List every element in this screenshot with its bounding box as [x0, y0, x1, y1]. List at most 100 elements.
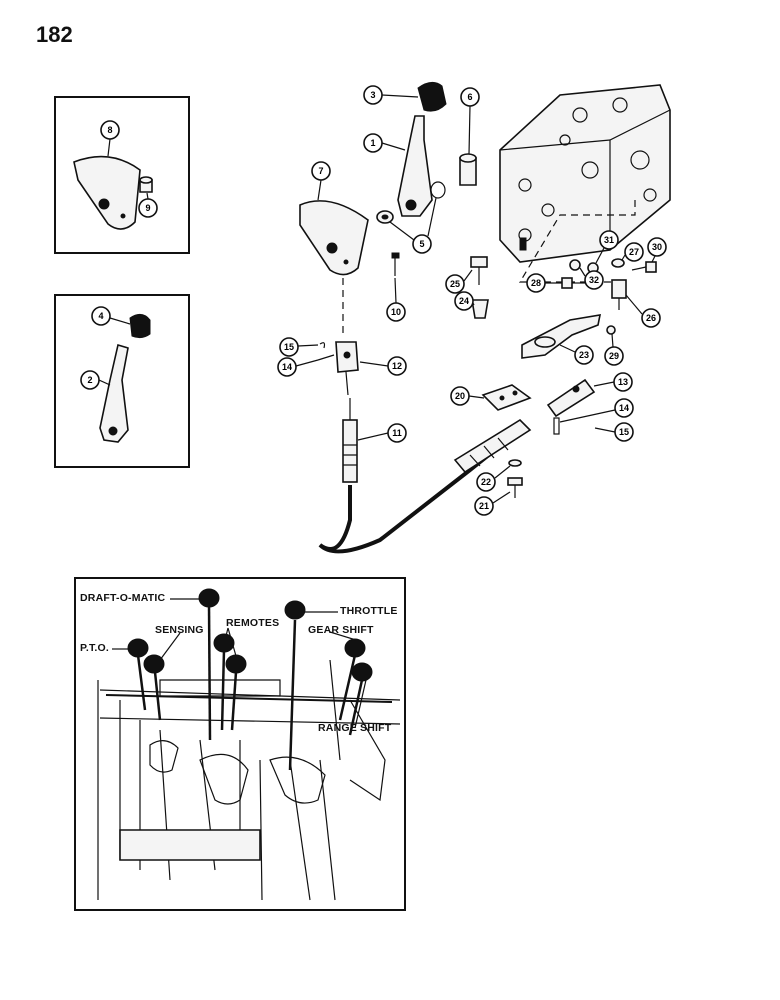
- clip-15: [319, 342, 326, 349]
- knob-4: [129, 314, 151, 339]
- svg-text:9: 9: [145, 203, 150, 213]
- svg-text:15: 15: [619, 427, 629, 437]
- callout-28: 28: [526, 273, 546, 293]
- bushing-6: [459, 153, 477, 186]
- svg-text:7: 7: [318, 166, 323, 176]
- pto-knob: [127, 638, 149, 658]
- svg-text:27: 27: [629, 247, 639, 257]
- svg-text:31: 31: [604, 235, 614, 245]
- cable-11: [318, 398, 532, 554]
- callout-32: 32: [584, 270, 604, 290]
- clevis-12: [335, 341, 359, 396]
- bolt-25: [470, 256, 488, 285]
- svg-text:30: 30: [652, 242, 662, 252]
- label-remotes: REMOTES: [226, 617, 280, 629]
- nut-29: [606, 325, 616, 335]
- callout-5: 5: [412, 234, 432, 254]
- svg-text:4: 4: [98, 311, 103, 321]
- svg-text:23: 23: [579, 350, 589, 360]
- callout-11: 11: [387, 423, 407, 443]
- svg-text:22: 22: [481, 477, 491, 487]
- quadrant-7: [299, 200, 369, 276]
- callout-30: 30: [647, 237, 667, 257]
- svg-text:8: 8: [107, 125, 112, 135]
- pivot-26: [611, 279, 627, 310]
- callout-29: 29: [604, 346, 624, 366]
- svg-text:1: 1: [370, 138, 375, 148]
- callout-14b: 14: [614, 398, 634, 418]
- svg-text:14: 14: [619, 403, 629, 413]
- svg-text:11: 11: [392, 428, 402, 438]
- plate-20: [481, 384, 532, 411]
- bolt-21: [507, 477, 523, 498]
- bracket-23: [521, 314, 602, 359]
- svg-text:25: 25: [450, 279, 460, 289]
- pin-14b: [553, 417, 560, 435]
- svg-text:5: 5: [419, 239, 424, 249]
- svg-text:29: 29: [609, 351, 619, 361]
- label-sensing: SENSING: [155, 624, 204, 636]
- throttle-knob: [284, 600, 306, 620]
- svg-text:32: 32: [589, 275, 599, 285]
- svg-text:10: 10: [391, 307, 401, 317]
- callout-12: 12: [387, 356, 407, 376]
- svg-text:28: 28: [531, 278, 541, 288]
- svg-text:2: 2: [87, 375, 92, 385]
- transmission-housing: [499, 84, 671, 263]
- nut-32: [569, 259, 581, 271]
- svg-text:15: 15: [284, 342, 294, 352]
- sensing-knob: [143, 654, 165, 674]
- callout-24: 24: [454, 291, 474, 311]
- assembly-line: [518, 200, 636, 283]
- svg-text:3: 3: [370, 90, 375, 100]
- svg-text:13: 13: [618, 377, 628, 387]
- svg-text:20: 20: [455, 391, 465, 401]
- bushing-24: [471, 299, 489, 319]
- svg-text:6: 6: [467, 92, 472, 102]
- bolt-30: [631, 261, 657, 273]
- washer-5: [376, 181, 446, 224]
- callout-22: 22: [476, 472, 496, 492]
- callout-26: 26: [641, 308, 661, 328]
- control-console-photo: [97, 588, 401, 901]
- washer-27: [611, 258, 625, 268]
- draft-o-matic-knob: [198, 588, 220, 608]
- callout-4: 4: [91, 306, 111, 326]
- callout-20: 20: [450, 386, 470, 406]
- callout-15: 15: [279, 337, 299, 357]
- label-draft-o-matic: DRAFT-O-MATIC: [80, 592, 166, 604]
- callout-1: 1: [363, 133, 383, 153]
- washer-22: [508, 459, 522, 467]
- svg-text:24: 24: [459, 296, 469, 306]
- callout-8: 8: [100, 120, 120, 140]
- quadrant-8: [73, 155, 141, 230]
- remote-knob-2: [225, 654, 247, 674]
- callout-27: 27: [624, 242, 644, 262]
- callout-31: 31: [599, 230, 619, 250]
- page-number: 182: [36, 22, 73, 47]
- gear-shift-knob: [344, 638, 366, 658]
- callout-23: 23: [574, 345, 594, 365]
- callout-2: 2: [80, 370, 100, 390]
- remote-knob-1: [213, 633, 235, 653]
- bolt-28: [561, 277, 586, 289]
- callout-7: 7: [311, 161, 331, 181]
- label-pto: P.T.O.: [80, 642, 110, 654]
- callout-15b: 15: [614, 422, 634, 442]
- label-range-shift: RANGE SHIFT: [318, 722, 392, 734]
- svg-text:14: 14: [282, 362, 292, 372]
- callout-21: 21: [474, 496, 494, 516]
- svg-text:21: 21: [479, 501, 489, 511]
- callout-10: 10: [386, 302, 406, 322]
- svg-text:12: 12: [392, 361, 402, 371]
- label-throttle: THROTTLE: [340, 605, 398, 617]
- callout-6: 6: [460, 87, 480, 107]
- callout-13: 13: [613, 372, 633, 392]
- callout-9: 9: [138, 198, 158, 218]
- lever-2: [99, 343, 129, 443]
- bolt-10: [391, 252, 400, 276]
- knob-3: [417, 82, 447, 112]
- callout-25: 25: [445, 274, 465, 294]
- pin-14: [317, 354, 335, 361]
